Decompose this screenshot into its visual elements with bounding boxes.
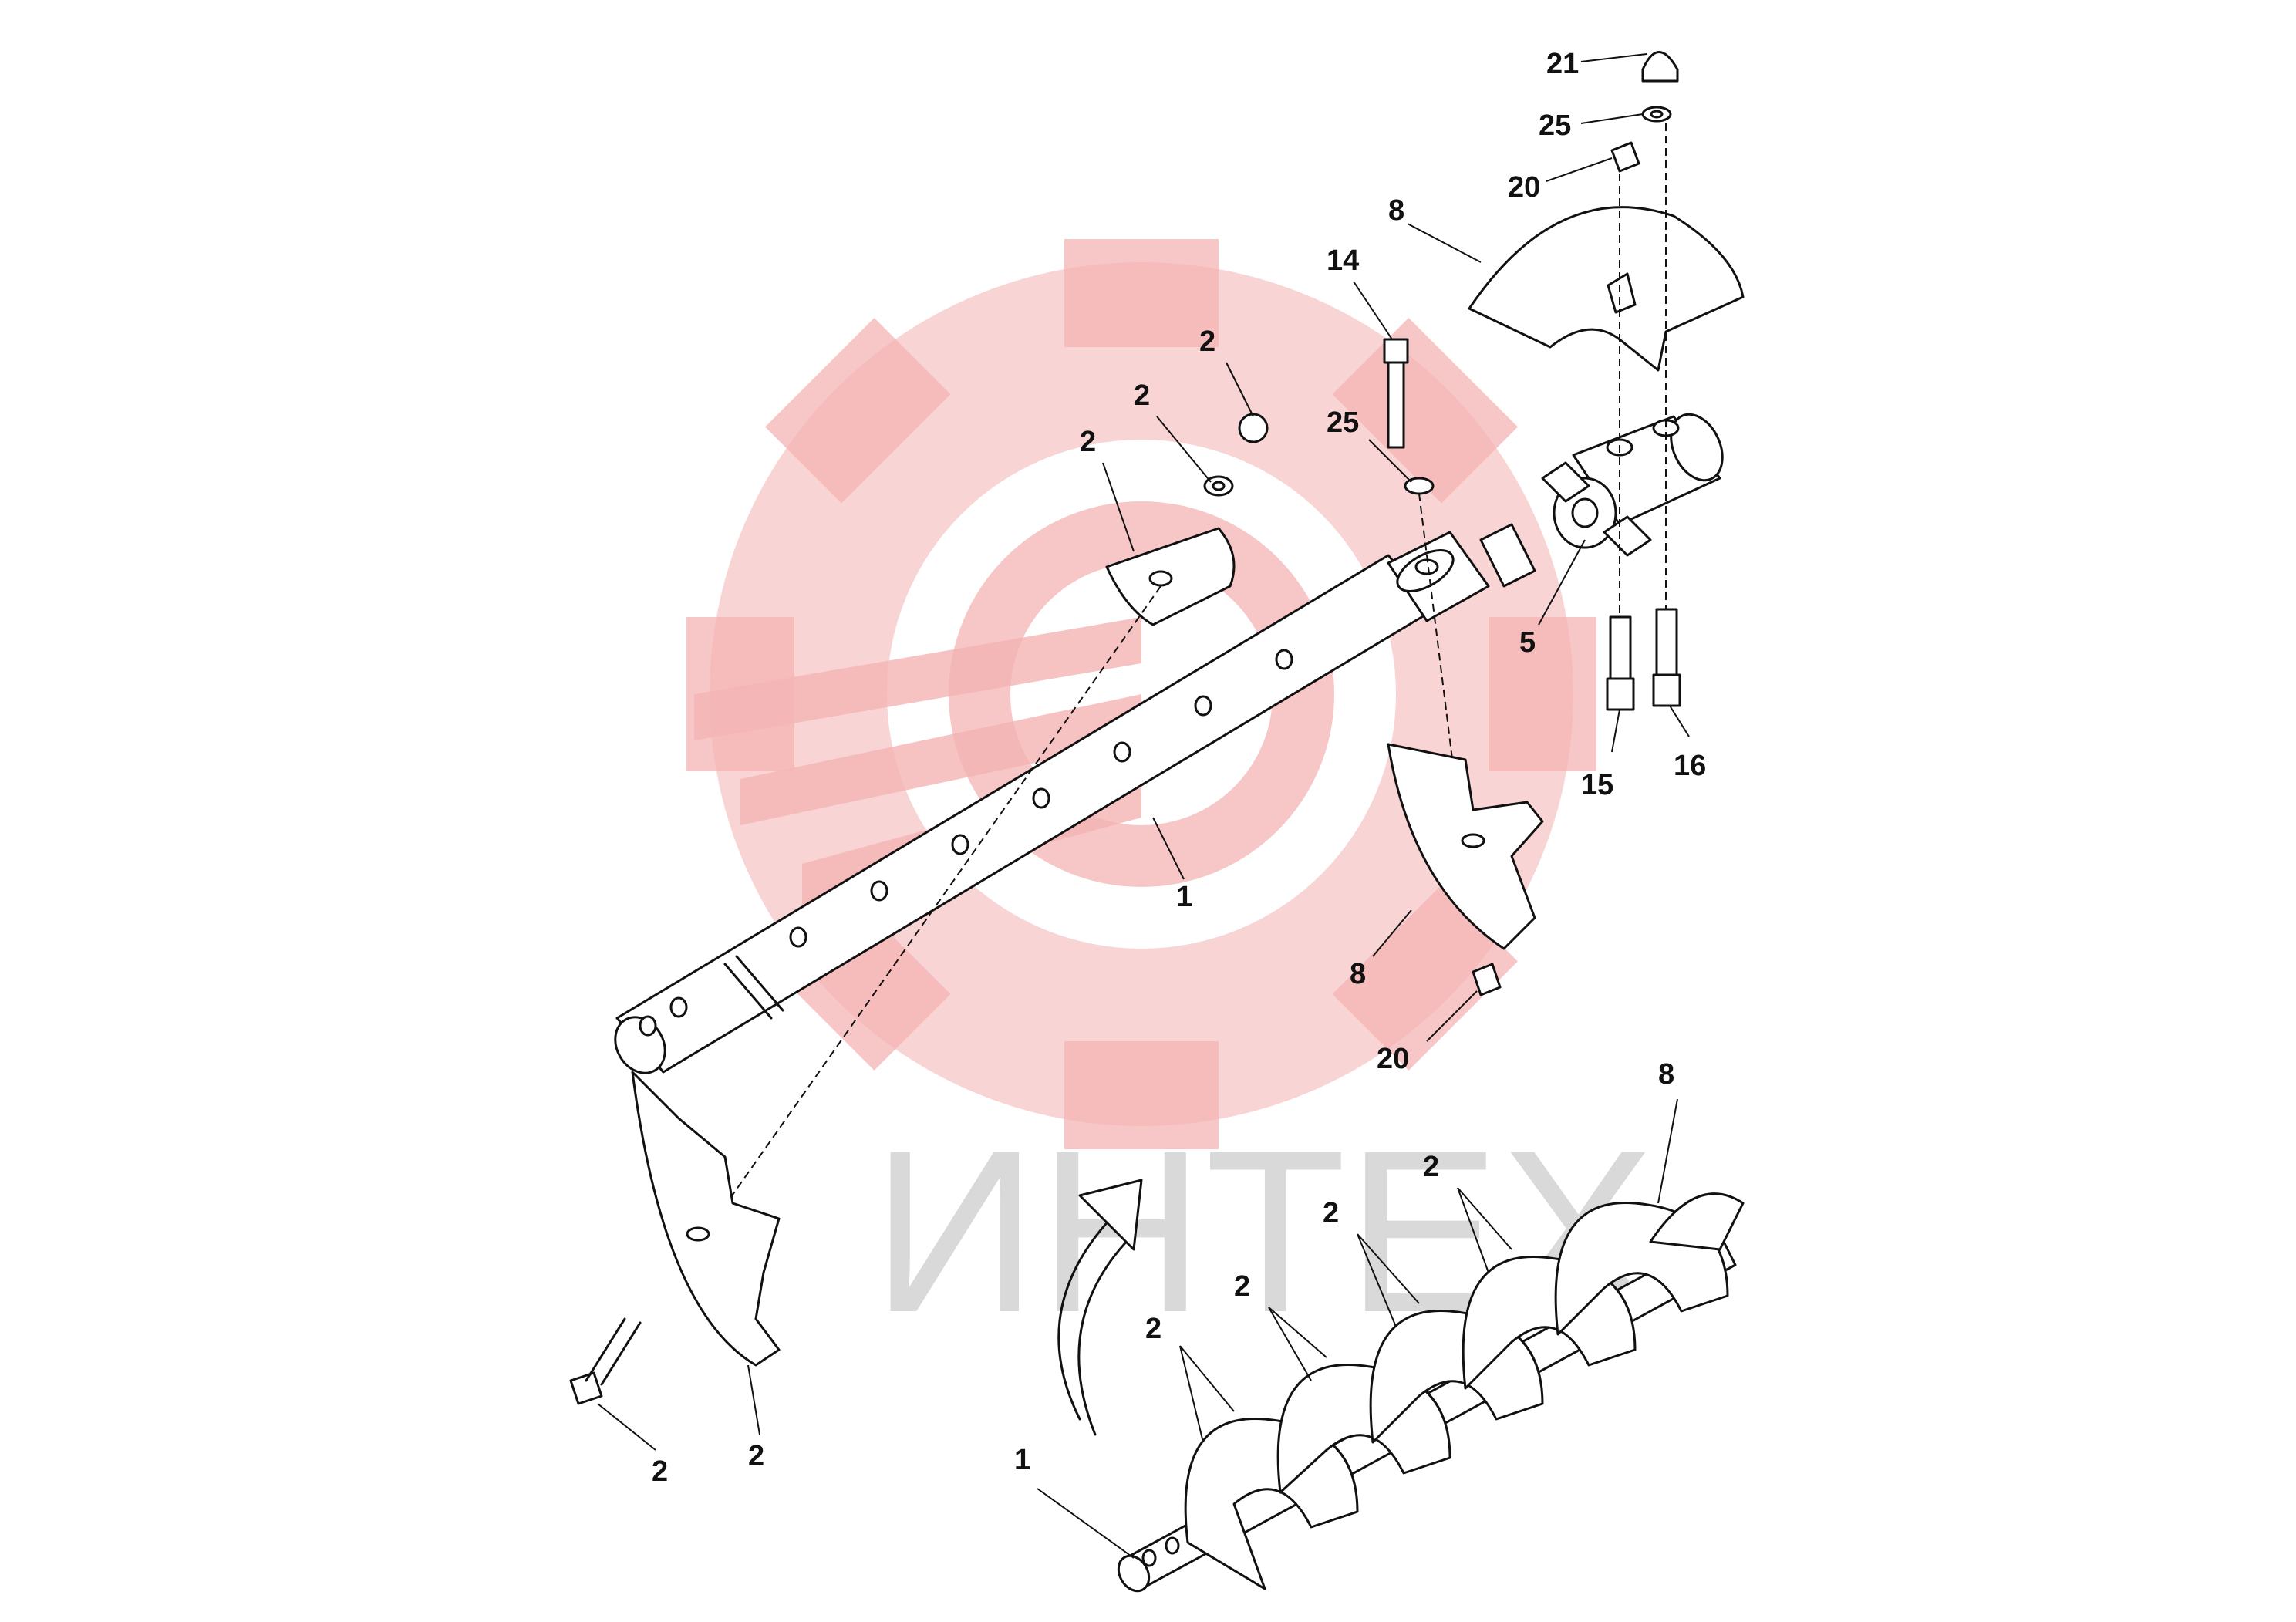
callout-2-flight: 2 [748, 1440, 764, 1472]
callout-15: 15 [1581, 769, 1613, 801]
callout-21: 21 [1546, 48, 1579, 80]
callout-2-bracket: 2 [1080, 426, 1096, 458]
callout-25-top: 25 [1539, 110, 1571, 142]
callout-labels: 21 25 20 8 14 2 2 2 25 5 15 16 1 8 20 2 … [652, 48, 1706, 1488]
callout-1-shaft: 1 [1176, 881, 1192, 913]
bolts-15-16 [1606, 608, 1681, 711]
callout-2-washer: 2 [1134, 379, 1150, 412]
callout-2-assy-2: 2 [1234, 1270, 1250, 1303]
auger-shaft [614, 523, 1536, 1074]
callout-1-assy: 1 [1014, 1444, 1030, 1476]
callout-2-assy-3: 2 [1323, 1197, 1339, 1229]
callout-2-cap: 2 [1199, 325, 1215, 358]
flight-segment-lower-left [569, 1071, 781, 1405]
callout-8-mid: 8 [1350, 958, 1366, 990]
callout-20-mid: 20 [1377, 1043, 1409, 1075]
bracket-and-cap [693, 413, 1269, 1250]
bolt-14 [1383, 338, 1462, 834]
callout-16: 16 [1674, 750, 1706, 782]
callout-8-assy: 8 [1658, 1058, 1674, 1091]
watermark-gear-logo [686, 239, 1596, 1149]
callout-2-bolt: 2 [652, 1455, 668, 1488]
coupling-assembly [1541, 413, 1724, 557]
callout-25-mid: 25 [1327, 406, 1359, 439]
callout-2-assy-1: 2 [1145, 1313, 1161, 1345]
flight-segment-middle [1387, 743, 1544, 996]
callout-14: 14 [1327, 244, 1359, 277]
leader-lines [597, 53, 1690, 1559]
assembled-auger [1117, 1192, 1745, 1593]
callout-20-top: 20 [1508, 171, 1540, 204]
top-fasteners [1610, 51, 1679, 679]
callout-2-assy-4: 2 [1423, 1151, 1439, 1183]
flight-segment-top [1468, 206, 1745, 372]
rotation-arrow [1057, 1179, 1143, 1436]
callout-8-top: 8 [1388, 194, 1404, 227]
callout-5: 5 [1519, 626, 1536, 659]
